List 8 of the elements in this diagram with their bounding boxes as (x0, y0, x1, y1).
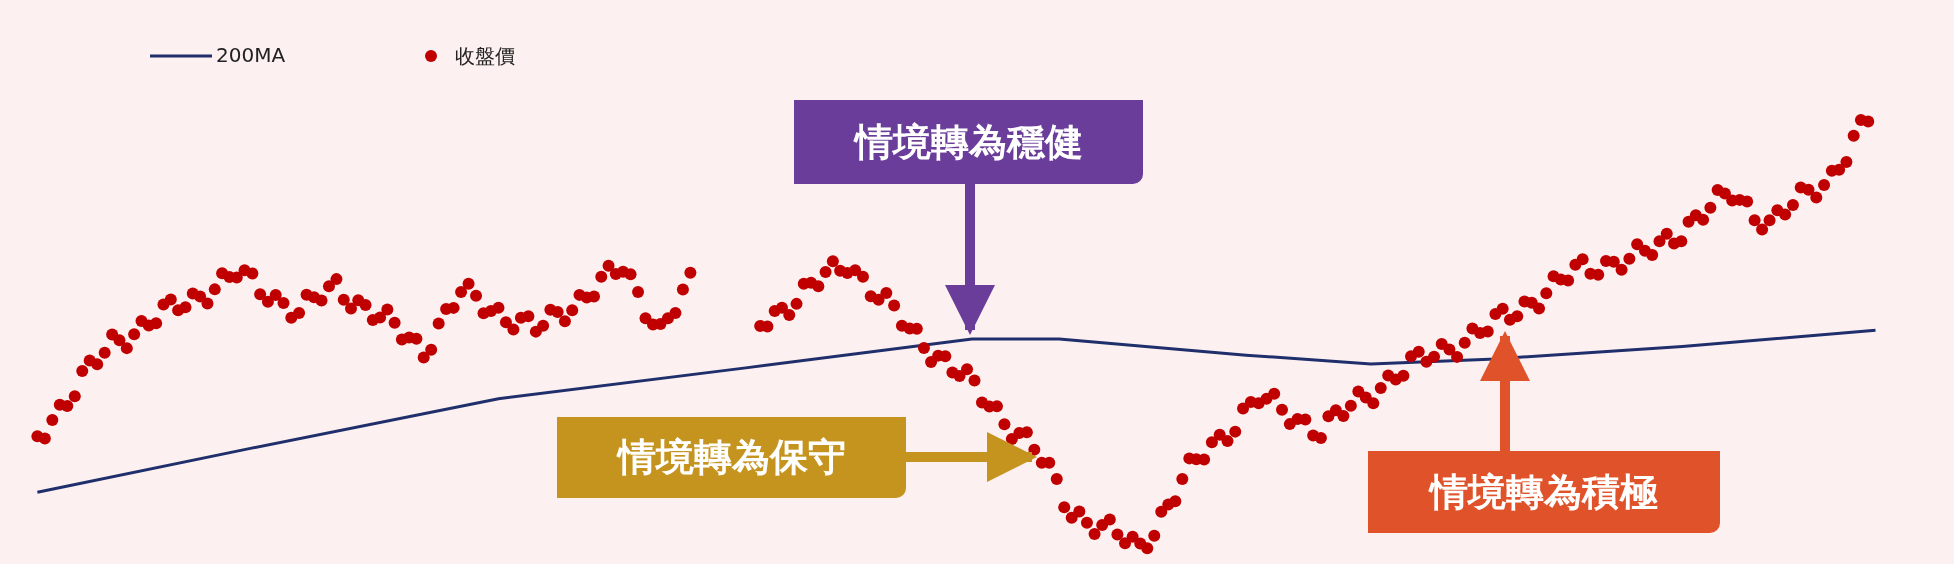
arrow (945, 184, 995, 335)
callout-box: 情境轉為保守 (557, 417, 906, 498)
legend-label: 收盤價 (455, 43, 515, 70)
callout-box: 情境轉為穩健 (794, 100, 1143, 184)
arrow (906, 432, 1037, 482)
arrow (1480, 331, 1530, 451)
callout-box: 情境轉為積極 (1368, 451, 1720, 533)
legend-label: 200MA (216, 43, 286, 67)
